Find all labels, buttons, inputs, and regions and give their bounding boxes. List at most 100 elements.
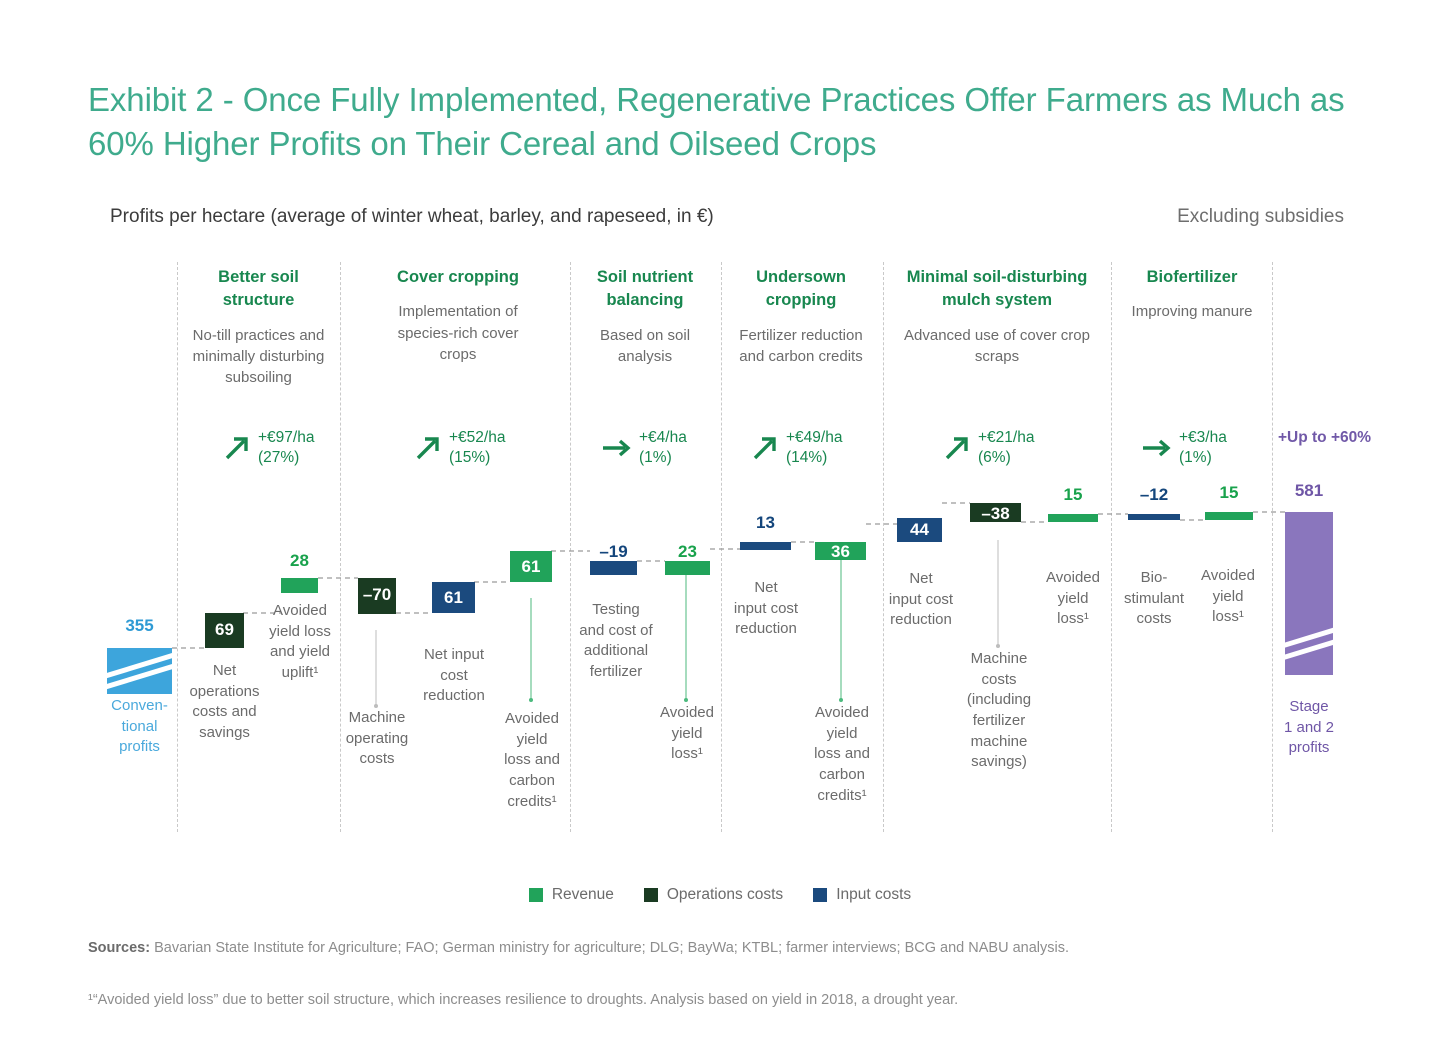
legend-swatch-operations-costs <box>643 888 658 902</box>
delta-text: +€4/ha(1%) <box>639 429 687 466</box>
column-title: Undersown cropping <box>756 268 846 310</box>
delta-text: +€97/ha(27%) <box>258 429 315 466</box>
bar-bio-stimulant-costs <box>1128 514 1180 520</box>
bar-value-61-revenue: 61 <box>521 557 541 576</box>
bar-testing-cost-additional-fertilizer <box>590 561 637 575</box>
bar-value-44: 44 <box>910 520 929 539</box>
legend-item-operations-costs: Operations costs <box>643 886 784 904</box>
delta-biofertilizer: +€3/ha(1%) <box>1140 428 1227 468</box>
bar-machine-costs-mulch <box>970 503 1021 522</box>
arrow-right-icon <box>600 433 632 463</box>
bar-avoided-yield-loss-biofertilizer <box>1205 512 1253 520</box>
excluding-subsidies-note: Excluding subsidies <box>1177 206 1344 227</box>
bar-value-minus-12: –12 <box>1139 485 1169 504</box>
column-header-biofertilizer: Biofertilizer Improving manure <box>1118 266 1266 323</box>
legend-item-revenue: Revenue <box>528 886 614 904</box>
bar-machine-operating-costs <box>358 578 396 614</box>
bar-avoided-yield-loss-carbon-credits-undersown <box>815 542 866 560</box>
delta-undersown-cropping: +€49/ha(14%) <box>749 428 842 468</box>
column-divider <box>570 262 571 832</box>
column-description: Implementation of species-rich cover cro… <box>397 303 519 364</box>
bar-value-61-input: 61 <box>444 588 463 607</box>
delta-text: +€21/ha(6%) <box>978 429 1035 466</box>
column-description: Fertilizer reduction and carbon credits <box>739 326 863 366</box>
bar-value-15-biofertilizer: 15 <box>1219 483 1239 502</box>
column-title: Better soil structure <box>218 268 299 310</box>
column-header-better-soil-structure: Better soil structure No-till practices … <box>181 266 336 389</box>
arrow-up-right-icon <box>221 433 251 463</box>
arrow-up-right-icon <box>749 433 779 463</box>
column-header-cover-cropping: Cover cropping Implementation of species… <box>382 266 534 365</box>
page-title: Exhibit 2 - Once Fully Implemented, Rege… <box>88 81 1345 162</box>
bar-avoided-yield-loss-soil-nutrient <box>665 561 710 575</box>
legend-label-revenue: Revenue <box>551 886 614 903</box>
column-divider <box>340 262 341 832</box>
delta-minimal-soil-disturbing-mulch-system: +€21/ha(6%) <box>941 428 1034 468</box>
chart-subtitle: Profits per hectare (average of winter w… <box>110 206 714 227</box>
bar-value-15-mulch: 15 <box>1063 485 1083 504</box>
arrow-right-icon <box>1140 433 1172 463</box>
column-divider <box>177 262 178 832</box>
column-title: Soil nutrient balancing <box>596 268 694 310</box>
bar-value-minus-38: –38 <box>981 504 1010 523</box>
delta-total: +Up to +60% <box>1278 429 1372 446</box>
bar-value-minus-19: –19 <box>599 542 628 561</box>
bar-net-operations-costs-savings <box>205 613 244 648</box>
column-divider <box>1272 262 1273 832</box>
bar-value-13: 13 <box>756 513 775 532</box>
legend-label-operations-costs: Operations costs <box>666 886 784 903</box>
legend-swatch-revenue <box>528 888 543 902</box>
bar-stage-1-and-2-profits <box>1285 512 1333 675</box>
bar-value-23: 23 <box>678 542 697 561</box>
sources-line: Sources: Bavarian State Institute for Ag… <box>88 938 1338 959</box>
column-divider <box>1111 262 1112 832</box>
bar-value-69: 69 <box>215 620 234 639</box>
bar-value-28: 28 <box>290 551 309 570</box>
delta-text: +€3/ha(1%) <box>1179 429 1227 466</box>
bar-net-input-cost-reduction-undersown <box>740 542 791 550</box>
legend-item-input-costs: Input costs <box>813 886 911 904</box>
legend-label-input-costs: Input costs <box>836 886 912 903</box>
arrow-up-right-icon <box>941 433 971 463</box>
sources-label: Sources: <box>88 940 151 956</box>
column-description: Advanced use of cover crop scraps <box>904 326 1090 366</box>
bar-value-36: 36 <box>831 542 850 561</box>
bar-value-355: 355 <box>125 616 154 635</box>
column-header-minimal-soil-disturbing-mulch-system: Minimal soil-disturbing mulch system Adv… <box>888 266 1106 367</box>
column-title: Biofertilizer <box>1146 268 1238 286</box>
bar-net-input-cost-reduction-mulch <box>897 518 942 542</box>
bar-conventional-profits <box>107 648 172 694</box>
column-header-soil-nutrient-balancing: Soil nutrient balancing Based on soil an… <box>575 266 715 367</box>
bar-avoided-yield-loss-carbon-credits-cover <box>510 551 552 582</box>
column-header-undersown-cropping: Undersown cropping Fertilizer reduction … <box>731 266 871 367</box>
column-description: Based on soil analysis <box>599 326 691 366</box>
bar-avoided-yield-loss-mulch <box>1048 514 1098 522</box>
bar-avoided-yield-loss-uplift <box>281 578 318 593</box>
sources-text: Bavarian State Institute for Agriculture… <box>150 940 1069 956</box>
footnote-1: ¹“Avoided yield loss” due to better soil… <box>88 992 959 1008</box>
column-title: Cover cropping <box>397 268 519 286</box>
bar-value-minus-70: –70 <box>362 585 392 604</box>
column-divider <box>721 262 722 832</box>
column-description: No-till practices and minimally disturbi… <box>192 326 325 387</box>
chart-legend: Revenue Operations costs Input costs <box>0 886 1440 904</box>
delta-text: +€49/ha(14%) <box>786 429 843 466</box>
delta-text: +€52/ha(15%) <box>449 429 506 466</box>
column-divider <box>883 262 884 832</box>
column-title: Minimal soil-disturbing mulch system <box>906 268 1088 310</box>
